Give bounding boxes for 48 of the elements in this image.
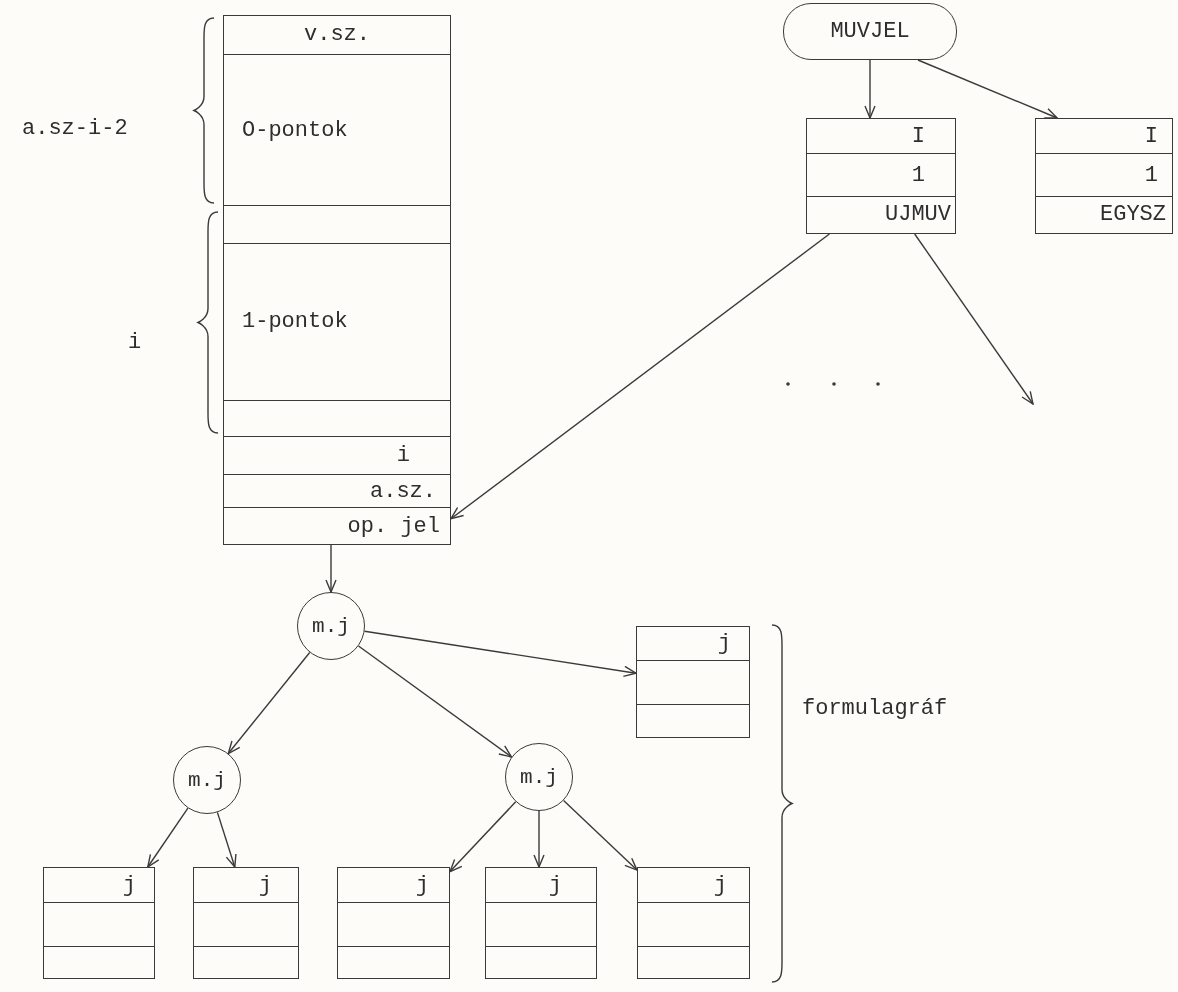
field-label: I	[1144, 123, 1158, 149]
arrow	[450, 233, 831, 520]
node-label: m.j	[312, 614, 350, 638]
arrow	[216, 811, 237, 868]
field-label: j	[713, 872, 727, 898]
field-label: j	[122, 872, 136, 898]
field-label: EGYSZ	[1100, 202, 1166, 228]
arrow	[325, 544, 337, 593]
arrow	[363, 630, 637, 677]
arrow	[864, 59, 876, 119]
record-box	[193, 867, 299, 979]
record-box	[1035, 118, 1173, 234]
record-box	[485, 867, 597, 979]
arrow	[562, 799, 638, 871]
field-label: j	[258, 872, 272, 898]
field-label: 1-pontok	[242, 309, 348, 335]
arrow	[227, 651, 311, 755]
arrow	[533, 810, 545, 868]
field-label: 1	[911, 162, 925, 188]
record-box	[636, 626, 750, 738]
node-label: m.j	[520, 765, 558, 789]
field-label: j	[548, 872, 562, 898]
field-label: I	[911, 123, 925, 149]
node-label: m.j	[188, 768, 226, 792]
field-label: j	[415, 872, 429, 898]
arrow	[449, 801, 517, 873]
arrow	[147, 807, 189, 868]
arrow	[917, 59, 1058, 119]
rounded-box	[783, 3, 957, 60]
brace-label: formulagráf	[802, 696, 948, 721]
field-label: 1	[1144, 162, 1158, 188]
field-label: v.sz.	[304, 22, 370, 48]
brace-label: a.sz-i-2	[22, 116, 128, 141]
record-box	[806, 118, 956, 234]
field-label: a.sz.	[370, 478, 436, 504]
field-label: O-pontok	[242, 117, 348, 143]
record-box	[337, 867, 450, 979]
field-label: i	[396, 443, 410, 469]
brace-label: i	[128, 330, 142, 355]
field-label: j	[717, 631, 731, 657]
record-box	[637, 867, 750, 979]
arrow	[357, 645, 513, 758]
field-label: op. jel	[347, 513, 440, 539]
arrow	[914, 233, 1034, 405]
record-box	[223, 15, 451, 545]
record-box	[43, 867, 155, 979]
node-label: MUVJEL	[830, 19, 910, 44]
field-label: UJMUV	[885, 202, 951, 228]
